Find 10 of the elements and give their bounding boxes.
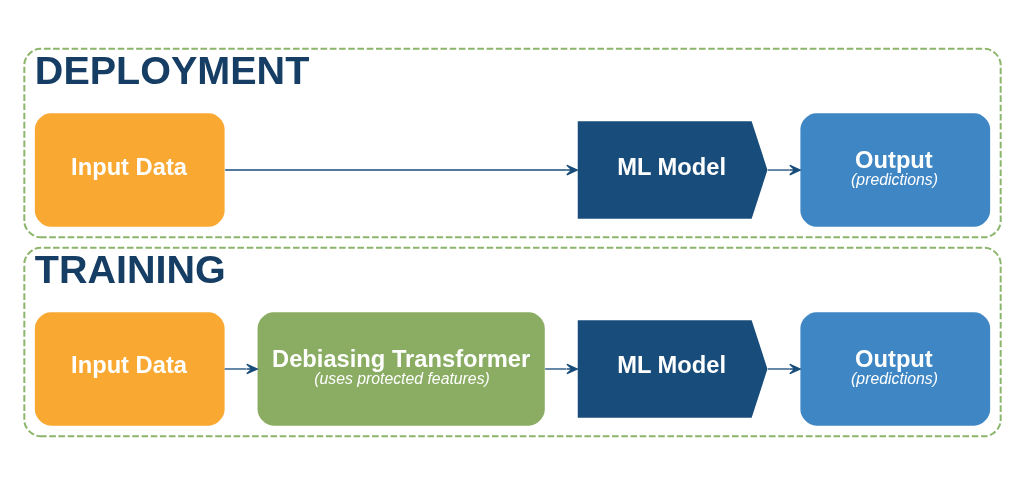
node-box: Output (predictions)	[800, 312, 991, 426]
arrow	[544, 363, 579, 375]
arrow	[767, 164, 801, 176]
node-box: Output (predictions)	[800, 113, 991, 227]
node-box: Input Data	[34, 312, 225, 426]
node-box: Input Data	[34, 113, 225, 227]
node-box: Debiasing Transformer (uses protected features)	[257, 312, 545, 426]
arrow	[767, 363, 801, 375]
arrow	[224, 164, 578, 176]
arrow	[224, 363, 258, 375]
